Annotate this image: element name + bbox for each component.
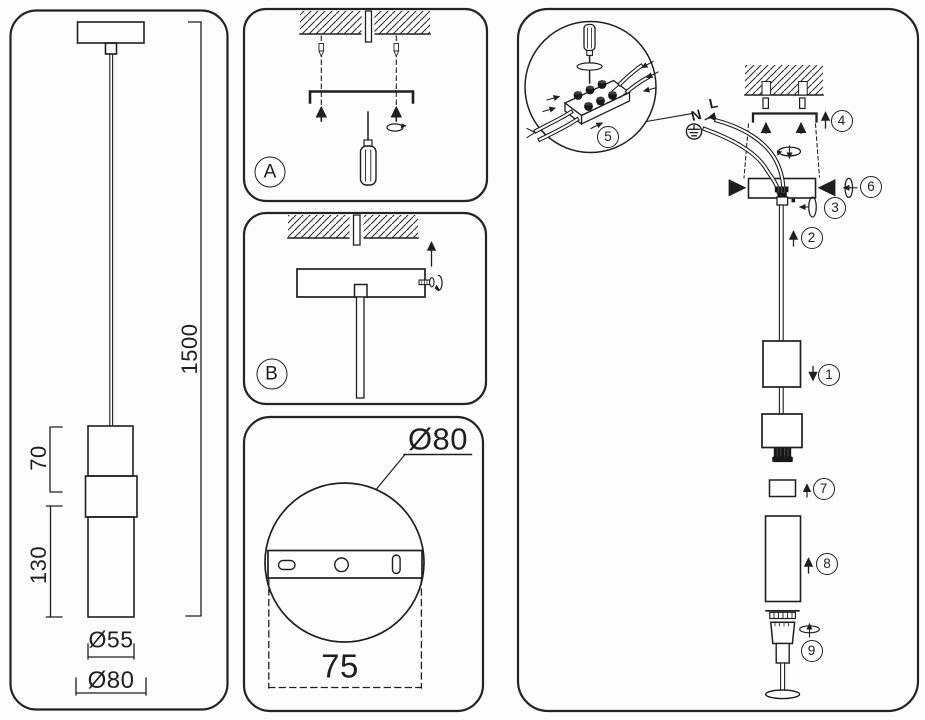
- dim-80-line: [75, 677, 147, 696]
- leader-line: [375, 453, 406, 490]
- dimension-lines: [45, 21, 202, 696]
- step-3-badge: 3: [824, 196, 846, 219]
- dim-lower-body-label: 130: [26, 545, 51, 585]
- dim-body-diameter-label: Ø55: [88, 626, 134, 653]
- pendant-rod: [355, 296, 365, 399]
- cable-gland: [774, 186, 789, 197]
- step-8-badge: 8: [816, 553, 838, 575]
- step9-screw-icon: [799, 622, 820, 638]
- lamp-bulb: [764, 621, 801, 700]
- screwdriver-icon: [359, 111, 377, 186]
- slot-left: [277, 559, 296, 571]
- rotation-arrow-icon: [434, 274, 443, 291]
- strain-relief-block: [776, 196, 789, 206]
- dim-55-line: [87, 643, 135, 660]
- dim-upper-body-label: 70: [26, 445, 51, 471]
- mains-wires: [701, 117, 786, 194]
- dim-1500-line: [185, 21, 202, 617]
- lamp-ring: [84, 475, 138, 518]
- terminal-block: [563, 79, 631, 126]
- shade-tube-part: [764, 515, 802, 603]
- step6-rotate-icon: [842, 177, 858, 199]
- drill-hole-left: [761, 81, 772, 96]
- step-5-badge: 5: [597, 126, 619, 148]
- step-4-badge: 4: [830, 110, 853, 132]
- detail-circle: [524, 20, 657, 154]
- dim-70-line: [49, 426, 63, 493]
- socket-housing: [761, 413, 803, 449]
- spacer-part: [768, 479, 797, 498]
- lamp-lower-body: [87, 516, 135, 618]
- step-6-badge: 6: [860, 176, 882, 198]
- step3-rotate-icon: [798, 196, 817, 218]
- side-screw-icon: [418, 277, 435, 288]
- slot-right: [391, 554, 401, 575]
- anchor-left: [762, 97, 770, 110]
- ceiling-wire: [364, 10, 373, 43]
- anchor-right: [798, 97, 806, 110]
- mounting-bracket: [751, 112, 818, 123]
- dim-cable-length-label: 1500: [177, 323, 202, 375]
- center-hole: [334, 557, 350, 573]
- canopy-circle: [264, 482, 425, 643]
- step-a-badge: A: [254, 156, 286, 188]
- step-2-badge: 2: [800, 227, 823, 249]
- canopy-top-view: [264, 453, 473, 689]
- step-b-illustration: [287, 214, 443, 399]
- ceiling-hatch: [745, 65, 823, 95]
- step-7-badge: 7: [812, 478, 835, 500]
- cable-connector: [104, 42, 118, 55]
- terminal-wires: [526, 63, 652, 143]
- mounting-strip: [267, 549, 423, 579]
- drill-hole-right: [798, 81, 808, 96]
- lock-square: [791, 198, 796, 203]
- spin-arrow-icon: [776, 145, 802, 160]
- ceiling-wire: [352, 214, 361, 246]
- panel-dimensions-frame: [9, 9, 229, 711]
- step-b-badge: B: [256, 358, 287, 389]
- assembly-illustration: [524, 20, 858, 700]
- wire-direction-arrow: [704, 112, 718, 122]
- insert-arrows: [542, 60, 659, 130]
- panel-step-a-frame: [242, 7, 489, 203]
- canopy: [76, 21, 145, 44]
- lamp-socket: [772, 447, 793, 463]
- screwdriver-icon: [576, 23, 603, 84]
- ground-icon: [685, 123, 703, 140]
- retaining-ring: [765, 609, 800, 620]
- canopy-view-diameter-label: Ø80: [407, 421, 469, 457]
- cable-lock: [353, 283, 368, 298]
- pendant-side-view: [76, 21, 145, 618]
- wall-anchor-right: [393, 43, 400, 58]
- upper-body-part: [762, 340, 802, 388]
- panel-step-b-frame: [242, 211, 488, 406]
- canopy-guide-dashed-right: [814, 123, 821, 178]
- detail-leader-line: [645, 112, 693, 123]
- step-1-badge: 1: [818, 363, 840, 386]
- dim-130-line: [45, 505, 63, 618]
- lamp-upper-body: [87, 425, 134, 477]
- panel-assembly-frame: [516, 7, 920, 713]
- mounting-bracket: [308, 90, 415, 104]
- panel-canopy-view-frame: [242, 415, 485, 713]
- step-9-badge: 9: [800, 640, 823, 662]
- canopy-view-spacing-label: 75: [321, 647, 359, 685]
- wall-anchor-left: [318, 43, 325, 58]
- rotation-arrow-icon: [386, 123, 407, 132]
- dim-canopy-diameter-label: Ø80: [87, 667, 135, 694]
- step-a-illustration: [299, 10, 431, 186]
